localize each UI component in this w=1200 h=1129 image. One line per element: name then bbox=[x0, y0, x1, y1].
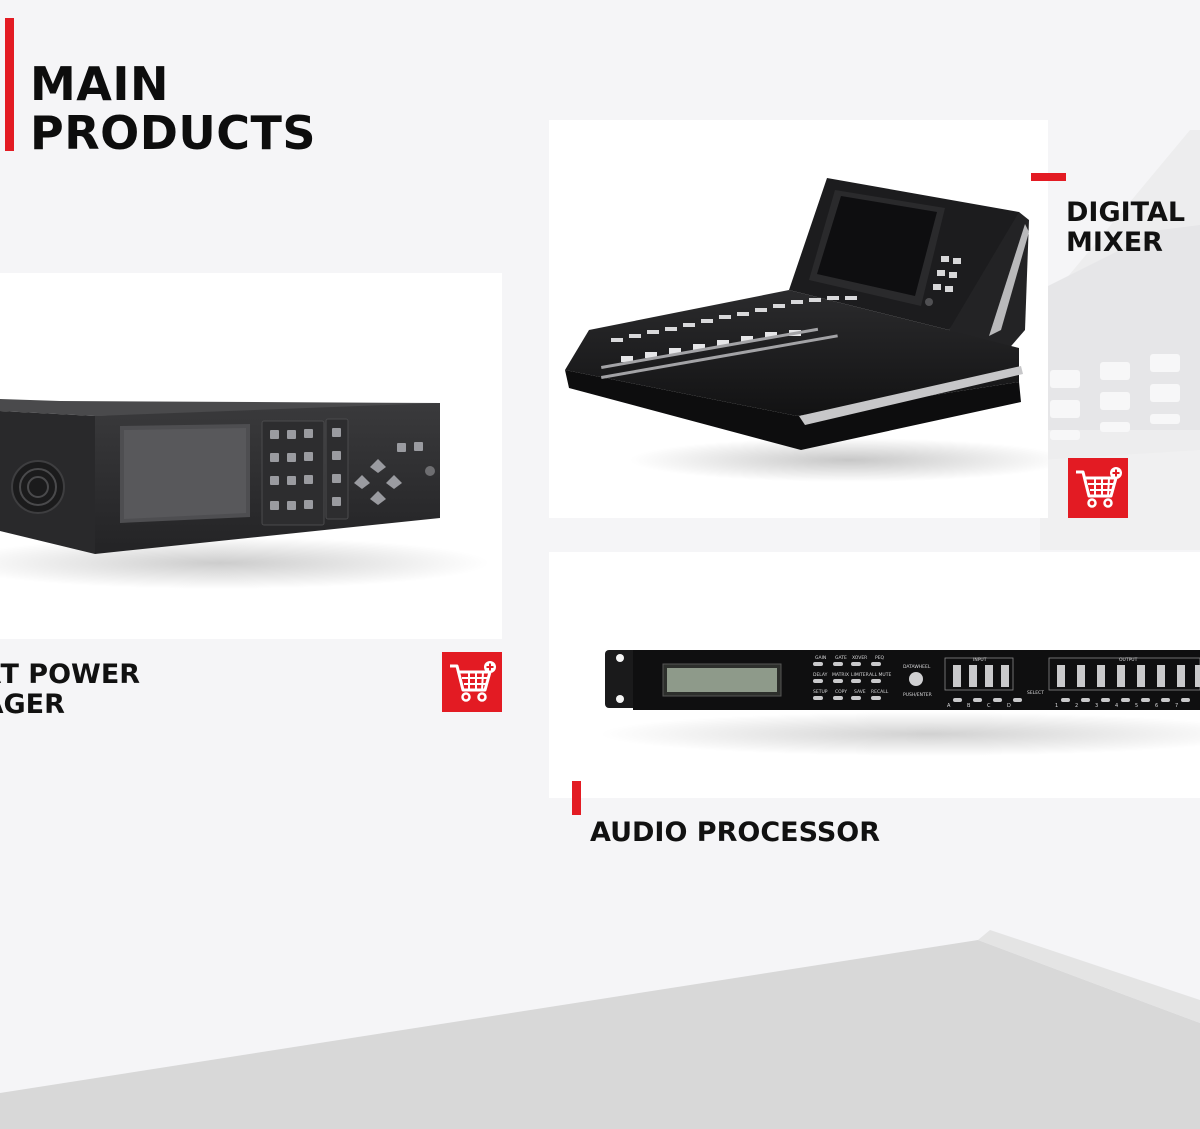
proc-output-ch: 1 bbox=[1055, 703, 1058, 709]
product-name-line1: ART POWER bbox=[0, 659, 141, 690]
proc-btn-label: SETUP bbox=[813, 689, 828, 695]
proc-btn-label: XOVER bbox=[852, 655, 867, 661]
add-to-cart-icon bbox=[1076, 467, 1122, 508]
product-name-line2: MIXER bbox=[1066, 227, 1163, 258]
proc-btn-label: ALL MUTE bbox=[869, 672, 891, 678]
proc-btn-label: DELAY bbox=[813, 672, 828, 678]
section-title-line1: MAIN bbox=[30, 57, 169, 111]
proc-output-ch: 7 bbox=[1175, 703, 1178, 709]
product-card-digital-mixer[interactable] bbox=[549, 120, 1048, 518]
proc-input-ch: D bbox=[1007, 703, 1011, 709]
proc-input-ch: A bbox=[947, 703, 951, 709]
proc-input-ch: B bbox=[967, 703, 971, 709]
proc-btn-label: RECALL bbox=[871, 689, 889, 695]
proc-output-ch: 4 bbox=[1115, 703, 1118, 709]
product-name-digital-mixer[interactable]: DIGITAL MIXER bbox=[1066, 198, 1185, 258]
section-title: MAIN PRODUCTS bbox=[30, 60, 316, 158]
proc-knob-bottom-label: PUSH/ENTER bbox=[903, 692, 932, 698]
mixer-accent-dash bbox=[1031, 173, 1066, 181]
add-to-cart-button-power-manager[interactable] bbox=[442, 652, 502, 712]
proc-btn-label: COPY bbox=[835, 689, 847, 695]
section-title-line2: PRODUCTS bbox=[30, 106, 317, 160]
product-card-audio-processor[interactable]: GAIN GATE XOVER PEQ DELAY MATRIX LIMITER… bbox=[549, 552, 1200, 798]
proc-btn-label: LIMITER bbox=[851, 672, 869, 678]
power-manager-image bbox=[0, 399, 490, 589]
add-to-cart-button-mixer[interactable] bbox=[1068, 458, 1128, 518]
proc-output-ch: 2 bbox=[1075, 703, 1078, 709]
product-name-line1: DIGITAL bbox=[1066, 197, 1186, 228]
proc-input-label: INPUT bbox=[973, 657, 987, 663]
proc-btn-label: MATRIX bbox=[832, 672, 849, 678]
backdrop-mixer-image bbox=[1040, 130, 1200, 550]
add-to-cart-icon bbox=[450, 661, 496, 702]
audio-processor-image: GAIN GATE XOVER PEQ DELAY MATRIX LIMITER… bbox=[599, 650, 1200, 756]
heading-accent-bar bbox=[5, 18, 14, 151]
product-name-audio-processor[interactable]: AUDIO PROCESSOR bbox=[590, 817, 881, 848]
product-name-power-manager[interactable]: ART POWER NAGER bbox=[0, 660, 140, 720]
proc-output-ch: 5 bbox=[1135, 703, 1138, 709]
proc-knob-top-label: DATAWHEEL bbox=[903, 664, 931, 670]
proc-btn-label: PEQ bbox=[875, 655, 885, 661]
proc-btn-label: GAIN bbox=[815, 655, 826, 661]
proc-input-ch: C bbox=[987, 703, 991, 709]
proc-output-ch: 3 bbox=[1095, 703, 1098, 709]
product-name-line2: NAGER bbox=[0, 689, 65, 720]
product-card-power-manager[interactable] bbox=[0, 273, 502, 639]
proc-btn-label: SAVE bbox=[854, 689, 866, 695]
proc-output-label: OUTPUT bbox=[1119, 657, 1138, 663]
digital-mixer-image bbox=[565, 178, 1048, 482]
proc-btn-label: GATE bbox=[835, 655, 847, 661]
proc-select-label: SELECT bbox=[1027, 690, 1044, 696]
processor-accent-dash bbox=[572, 781, 581, 815]
proc-output-ch: 6 bbox=[1155, 703, 1158, 709]
